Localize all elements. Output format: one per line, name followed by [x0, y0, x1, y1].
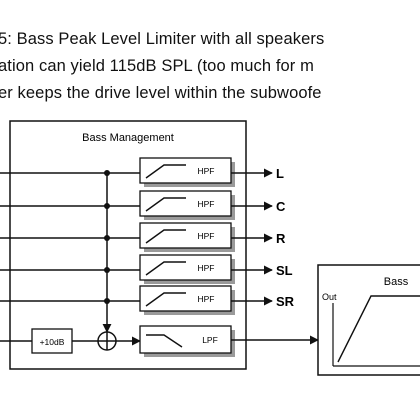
bass-management-title: Bass Management [82, 132, 174, 144]
hpf-label: HPF [198, 231, 215, 241]
caption-line-2: ation can yield 115dB SPL (too much for … [0, 57, 314, 75]
output-label-c: C [276, 199, 286, 214]
hpf-label: HPF [198, 166, 215, 176]
bass-limiter-box: Bass Out [317, 264, 420, 376]
hpf-label: HPF [198, 199, 215, 209]
hpf-label: HPF [198, 263, 215, 273]
hpf-filter-5: HPF [139, 285, 235, 315]
hpf-filter-2: HPF [139, 190, 235, 220]
hpf-label: HPF [198, 294, 215, 304]
limiter-curve [337, 295, 420, 363]
summing-node [97, 331, 117, 351]
output-label-sl: SL [276, 263, 293, 278]
input-lines [0, 172, 141, 346]
hpf-filter-4: HPF [139, 254, 235, 284]
hpf-filter-3: HPF [139, 222, 235, 252]
gain-label: +10dB [40, 337, 65, 347]
caption-line-3: er keeps the drive level within the subw… [0, 84, 322, 102]
lpf-label: LPF [202, 335, 218, 345]
lpf-filter: LPF [139, 325, 235, 357]
outputs: L C R SL SR [231, 166, 295, 309]
junction-dots [104, 170, 110, 304]
limiter-axis-label: Out [322, 292, 337, 302]
hpf-filters: HPF HPF HPF HPF HPF [139, 157, 235, 315]
hpf-filter-1: HPF [139, 157, 235, 187]
gain-box [31, 328, 73, 354]
limiter-title: Bass [384, 276, 409, 288]
output-label-r: R [276, 231, 286, 246]
output-label-sr: SR [276, 294, 295, 309]
caption-line-1: 5: Bass Peak Level Limiter with all spea… [0, 30, 325, 48]
output-label-l: L [276, 166, 284, 181]
